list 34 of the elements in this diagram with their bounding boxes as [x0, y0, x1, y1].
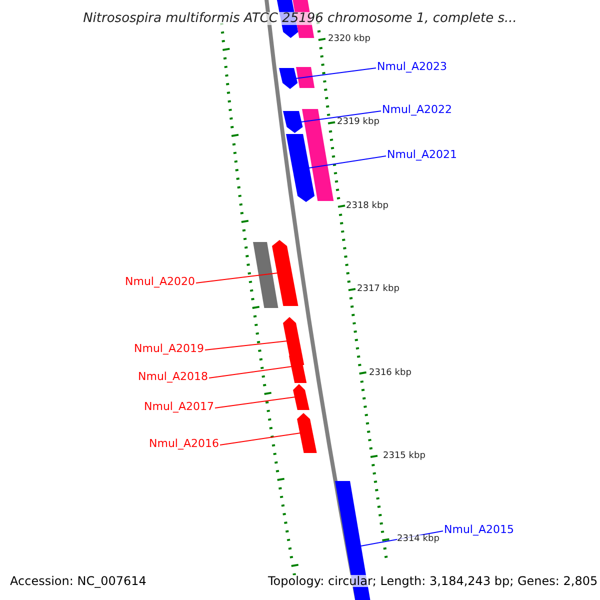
scale-label: 2316 kbp — [369, 369, 412, 378]
leader-line — [220, 432, 301, 446]
gene-segment — [272, 240, 298, 306]
gene-label: Nmul_A2020 — [125, 276, 195, 287]
leader-line — [300, 110, 382, 122]
leader-line — [214, 396, 296, 408]
footer-text: Topology: circular; Length: 3,184,243 bp; Genes: 2,805 — [268, 575, 598, 587]
scale-label: 2314 kbp — [397, 535, 440, 544]
gene-segment — [302, 109, 334, 201]
leader-line — [308, 156, 386, 168]
leader-line — [204, 340, 288, 350]
scale-label: 2317 kbp — [357, 285, 400, 294]
gene-label: Nmul_A2015 — [444, 524, 514, 535]
gene-label: Nmul_A2022 — [382, 104, 452, 115]
gene-segment — [283, 111, 303, 133]
gene-label: Nmul_A2023 — [377, 61, 447, 72]
gene-segment — [296, 67, 315, 88]
gene-segment — [253, 242, 278, 308]
gene-label: Nmul_A2017 — [144, 401, 214, 412]
gene-segment — [279, 68, 298, 89]
scale-label: 2319 kbp — [337, 118, 380, 127]
footer-text: Accession: NC_007614 — [10, 575, 146, 587]
gene-label: Nmul_A2021 — [387, 149, 457, 160]
scale-label: 2318 kbp — [346, 202, 388, 211]
gene-label: Nmul_A2016 — [149, 438, 219, 449]
leader-line — [196, 272, 278, 284]
gene-segment — [293, 384, 310, 410]
gene-label: Nmul_A2018 — [138, 371, 208, 382]
scale-label: 2315 kbp — [383, 452, 426, 461]
leader-line — [208, 366, 292, 378]
leader-line — [295, 68, 376, 79]
gene-segment — [297, 413, 317, 453]
scale-label: 2320 kbp — [328, 35, 370, 44]
gene-label: Nmul_A2019 — [134, 343, 204, 354]
